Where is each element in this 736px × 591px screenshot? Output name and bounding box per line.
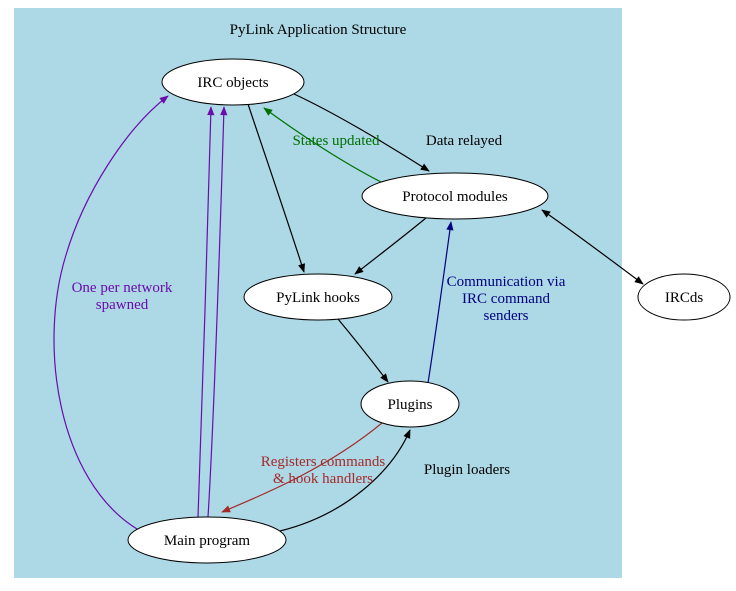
node-main-program: Main program <box>127 516 287 564</box>
node-plugins-shape <box>360 380 460 428</box>
node-pylink-hooks-shape <box>243 273 393 321</box>
edge-label-communication-line3: senders <box>484 308 529 324</box>
node-main-program-shape <box>127 516 287 564</box>
edge-main-to-irc-3 <box>207 106 228 518</box>
node-protocol-modules-shape <box>361 172 549 220</box>
edge-main-to-irc-labeled <box>53 95 169 530</box>
edge-irc-to-protocol <box>293 93 430 172</box>
edge-main-to-irc-2 <box>197 106 215 518</box>
edge-plugins-to-protocol <box>427 221 454 384</box>
node-irc-objects: IRC objects <box>161 58 305 106</box>
edge-label-one-per-network-line1: One per network <box>72 280 173 296</box>
node-protocol-modules-label: Protocol modules <box>402 189 508 205</box>
edge-irc-to-hooks <box>247 103 305 273</box>
edge-label-data-relayed: Data relayed <box>426 133 503 149</box>
edge-label-one-per-network-line2: spawned <box>96 297 149 313</box>
diagram-title: PyLink Application Structure <box>230 22 407 38</box>
edge-hooks-to-plugins <box>337 318 389 383</box>
node-main-program-label: Main program <box>164 533 251 549</box>
edge-label-states-updated: States updated <box>292 133 380 149</box>
node-ircds: IRCds <box>637 273 731 321</box>
edge-label-plugin-loaders: Plugin loaders <box>424 462 510 478</box>
node-pylink-hooks-label: PyLink hooks <box>276 290 360 306</box>
node-plugins: Plugins <box>360 380 460 428</box>
nodes-layer: IRC objects Protocol modules PyLink hook… <box>127 58 731 564</box>
node-protocol-modules: Protocol modules <box>361 172 549 220</box>
node-plugins-label: Plugins <box>387 397 432 413</box>
edge-label-communication-line1: Communication via <box>447 274 566 290</box>
edge-label-registers-line1: Registers commands <box>261 454 386 470</box>
edge-protocol-to-irc <box>263 107 382 183</box>
edge-plugins-to-main <box>221 422 383 513</box>
edge-protocol-to-hooks <box>354 217 427 275</box>
node-ircds-label: IRCds <box>665 290 704 306</box>
edges-layer <box>53 93 644 532</box>
edge-main-to-plugins <box>279 429 411 532</box>
edge-label-registers-line2: & hook handlers <box>273 471 373 487</box>
edge-label-communication-line2: IRC command <box>462 291 550 307</box>
edge-labels-layer: Data relayed States updated One per netw… <box>72 133 566 487</box>
node-ircds-shape <box>637 273 731 321</box>
edge-protocol-to-ircds <box>541 209 644 285</box>
node-irc-objects-label: IRC objects <box>197 75 268 91</box>
node-pylink-hooks: PyLink hooks <box>243 273 393 321</box>
node-irc-objects-shape <box>161 58 305 106</box>
